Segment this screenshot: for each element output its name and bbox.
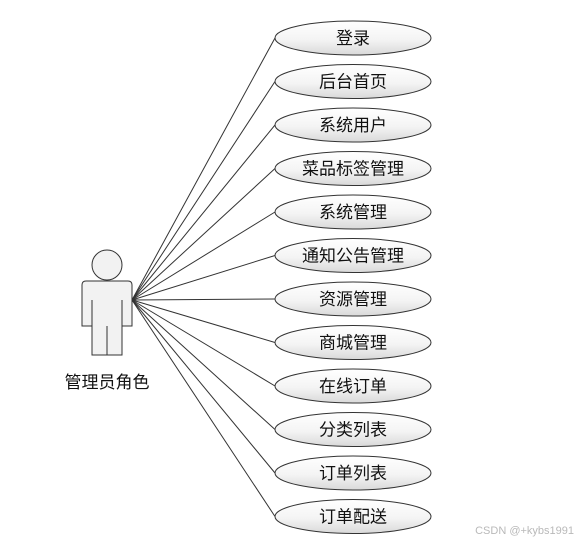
association-line: [131, 211, 276, 301]
association-line: [131, 299, 276, 474]
use-case-ellipse[interactable]: [274, 151, 432, 186]
association-line: [131, 255, 276, 301]
use-case-ellipse[interactable]: [274, 325, 432, 360]
association-line: [131, 37, 276, 301]
use-case-label: 菜品标签管理: [302, 160, 404, 180]
association-line: [131, 299, 276, 517]
use-case[interactable]: 在线订单: [274, 368, 432, 404]
use-case-ellipse[interactable]: [274, 412, 432, 447]
use-case-label: 订单配送: [319, 508, 387, 528]
use-case[interactable]: 订单配送: [274, 499, 432, 534]
use-case[interactable]: 资源管理: [274, 281, 432, 317]
actor-figure: [81, 249, 133, 356]
use-case-ellipse[interactable]: [274, 281, 432, 317]
use-case-label: 系统用户: [319, 116, 387, 136]
use-case-label: 在线订单: [319, 377, 387, 397]
association-line: [131, 168, 276, 301]
use-case-label: 商城管理: [319, 334, 387, 354]
use-case-list: 登录后台首页系统用户菜品标签管理系统管理通知公告管理资源管理商城管理在线订单分类…: [274, 20, 432, 534]
use-case[interactable]: 商城管理: [274, 325, 432, 360]
use-case-ellipse[interactable]: [274, 499, 432, 534]
association-line: [131, 124, 276, 301]
use-case-ellipse[interactable]: [274, 64, 432, 99]
use-case-label: 订单列表: [319, 464, 387, 484]
association-lines: [131, 37, 276, 517]
use-case-label: 后台首页: [319, 73, 387, 93]
association-line: [131, 299, 276, 387]
use-case[interactable]: 菜品标签管理: [274, 151, 432, 186]
use-case[interactable]: 后台首页: [274, 64, 432, 99]
actor-label: 管理员角色: [65, 373, 150, 393]
use-case-ellipse[interactable]: [274, 455, 432, 491]
use-case-label: 资源管理: [319, 290, 387, 310]
use-case-ellipse[interactable]: [274, 20, 432, 56]
use-case-ellipse[interactable]: [274, 194, 432, 230]
use-case-ellipse[interactable]: [274, 107, 432, 143]
association-line: [131, 81, 276, 301]
watermark-text: CSDN @+kybs1991: [475, 525, 574, 537]
actor-body: [81, 280, 133, 356]
use-case[interactable]: 登录: [274, 20, 432, 56]
association-line: [131, 299, 276, 343]
use-case-ellipse[interactable]: [274, 368, 432, 404]
association-line: [131, 298, 276, 301]
use-case-label: 系统管理: [319, 203, 387, 223]
use-case[interactable]: 通知公告管理: [274, 238, 432, 273]
use-case-label: 通知公告管理: [302, 247, 404, 267]
use-case[interactable]: 订单列表: [274, 455, 432, 491]
association-line: [131, 299, 276, 430]
use-case[interactable]: 系统用户: [274, 107, 432, 143]
use-case-label: 分类列表: [319, 421, 387, 441]
use-case-label: 登录: [336, 29, 370, 49]
use-case[interactable]: 系统管理: [274, 194, 432, 230]
use-case[interactable]: 分类列表: [274, 412, 432, 447]
use-case-ellipse[interactable]: [274, 238, 432, 273]
actor-head: [91, 249, 123, 281]
